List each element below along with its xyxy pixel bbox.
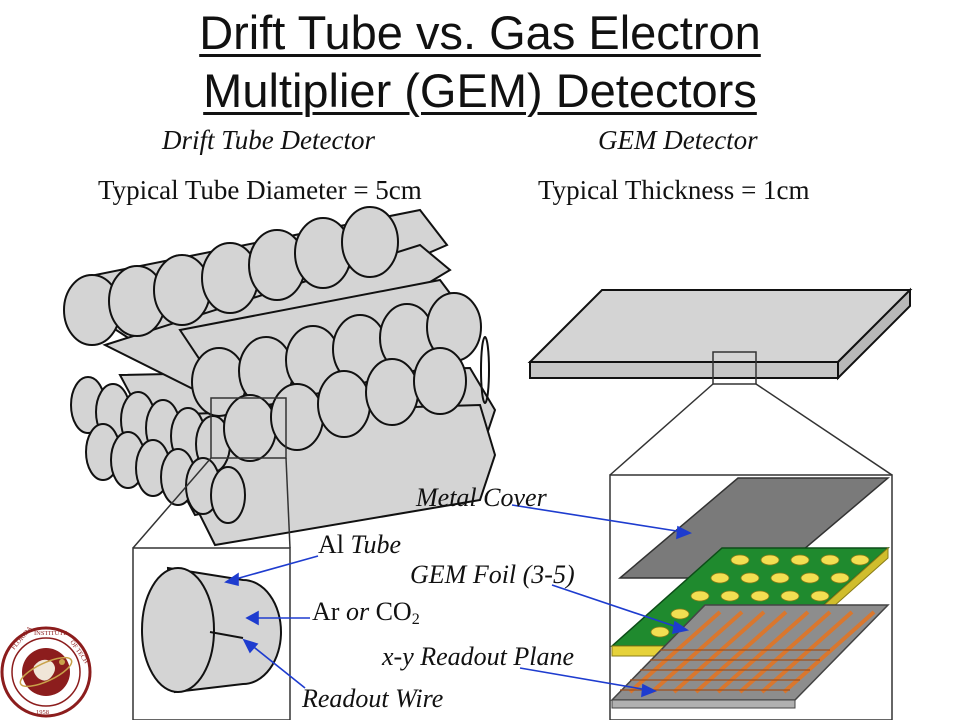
gas-label: Ar or CO2: [312, 597, 420, 629]
gem-thickness-spec: Typical Thickness = 1cm: [538, 175, 810, 205]
readout-wire: [209, 631, 244, 639]
gem-plate: [527, 287, 913, 381]
readout-plane-label: x-y Readout Plane: [382, 642, 575, 671]
top-tube-middle-row: [178, 278, 482, 422]
ar-text: Ar: [312, 597, 340, 626]
gem-foil-label: GEM Foil (3-5): [410, 560, 575, 589]
gem-arrows: [511, 504, 692, 698]
al-text: Al: [318, 530, 344, 559]
gem-zoom-panel: [609, 474, 893, 720]
readout-strips: [628, 610, 876, 694]
page-title: Drift Tube vs. Gas Electron Multiplier (…: [0, 4, 960, 120]
top-tube-front-row: [223, 336, 490, 462]
metal-cover-label: Metal Cover: [416, 483, 547, 512]
readout-wire-label: Readout Wire: [302, 684, 444, 713]
al-tube-label: Al Tube: [318, 530, 401, 560]
co-subscript: 2: [411, 611, 420, 629]
drift-tube-arrows: [224, 555, 319, 689]
or-text: or: [345, 597, 370, 626]
svg-text:INSTITUTE: INSTITUTE: [34, 630, 67, 637]
tube-zoom-panel: [132, 547, 291, 720]
tube-text: Tube: [350, 530, 402, 559]
title-line-1: Drift Tube vs. Gas Electron: [199, 6, 761, 59]
gem-heading: GEM Detector: [598, 125, 758, 155]
tube-diameter-spec: Typical Tube Diameter = 5cm: [98, 175, 422, 205]
tube-zoom-indicator: [132, 397, 291, 549]
gem-zoom-indicator: [609, 351, 893, 476]
drift-tube-heading: Drift Tube Detector: [162, 125, 375, 155]
university-seal-logo: FLORIDA INSTITUTE OF TECH 1958: [0, 625, 92, 718]
seal-year: 1958: [36, 709, 49, 716]
title-line-2: Multiplier (GEM) Detectors: [203, 64, 757, 117]
co-text: CO: [375, 597, 412, 626]
